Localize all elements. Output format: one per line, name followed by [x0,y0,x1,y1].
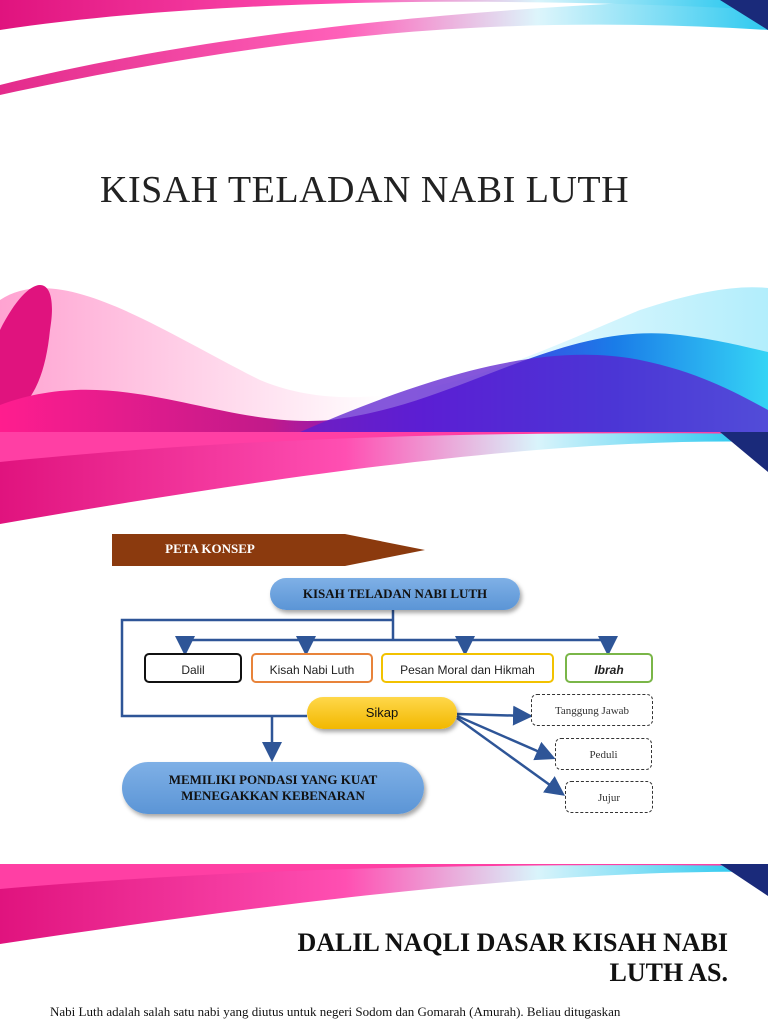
body-text: Nabi Luth adalah salah satu nabi yang di… [50,1004,621,1019]
root-node: KISAH TELADAN NABI LUTH [270,578,520,610]
swoosh-decoration [0,0,768,432]
swoosh-decoration [0,864,768,944]
sikap-peduli: Peduli [555,738,652,770]
branch-ibrah: Ibrah [565,653,653,683]
goal-line-2: MENEGAKKAN KEBENARAN [181,788,365,803]
sikap-tanggung-jawab: Tanggung Jawab [531,694,653,726]
title-slide: KISAH TELADAN NABI LUTH [0,0,768,432]
sikap-jujur: Jujur [565,781,653,813]
goal-line-1: MEMILIKI PONDASI YANG KUAT [168,772,378,787]
branch-dalil: Dalil [144,653,242,683]
title-line-1: DALIL NAQLI DASAR KISAH NABI [297,928,728,957]
goal-node: MEMILIKI PONDASI YANG KUAT MENEGAKKAN KE… [122,762,424,814]
branch-pesan-moral: Pesan Moral dan Hikmah [381,653,554,683]
title-line-2: LUTH AS. [609,958,729,987]
slide-title: KISAH TELADAN NABI LUTH [100,169,630,211]
dalil-slide [0,864,768,1024]
slide-title-dalil: DALIL NAQLI DASAR KISAH NABI LUTH AS. [208,928,728,988]
branch-kisah-nabi-luth: Kisah Nabi Luth [251,653,373,683]
peta-konsep-label: PETA KONSEP [165,541,255,556]
swoosh-decoration [0,432,768,524]
sikap-node: Sikap [307,697,457,729]
